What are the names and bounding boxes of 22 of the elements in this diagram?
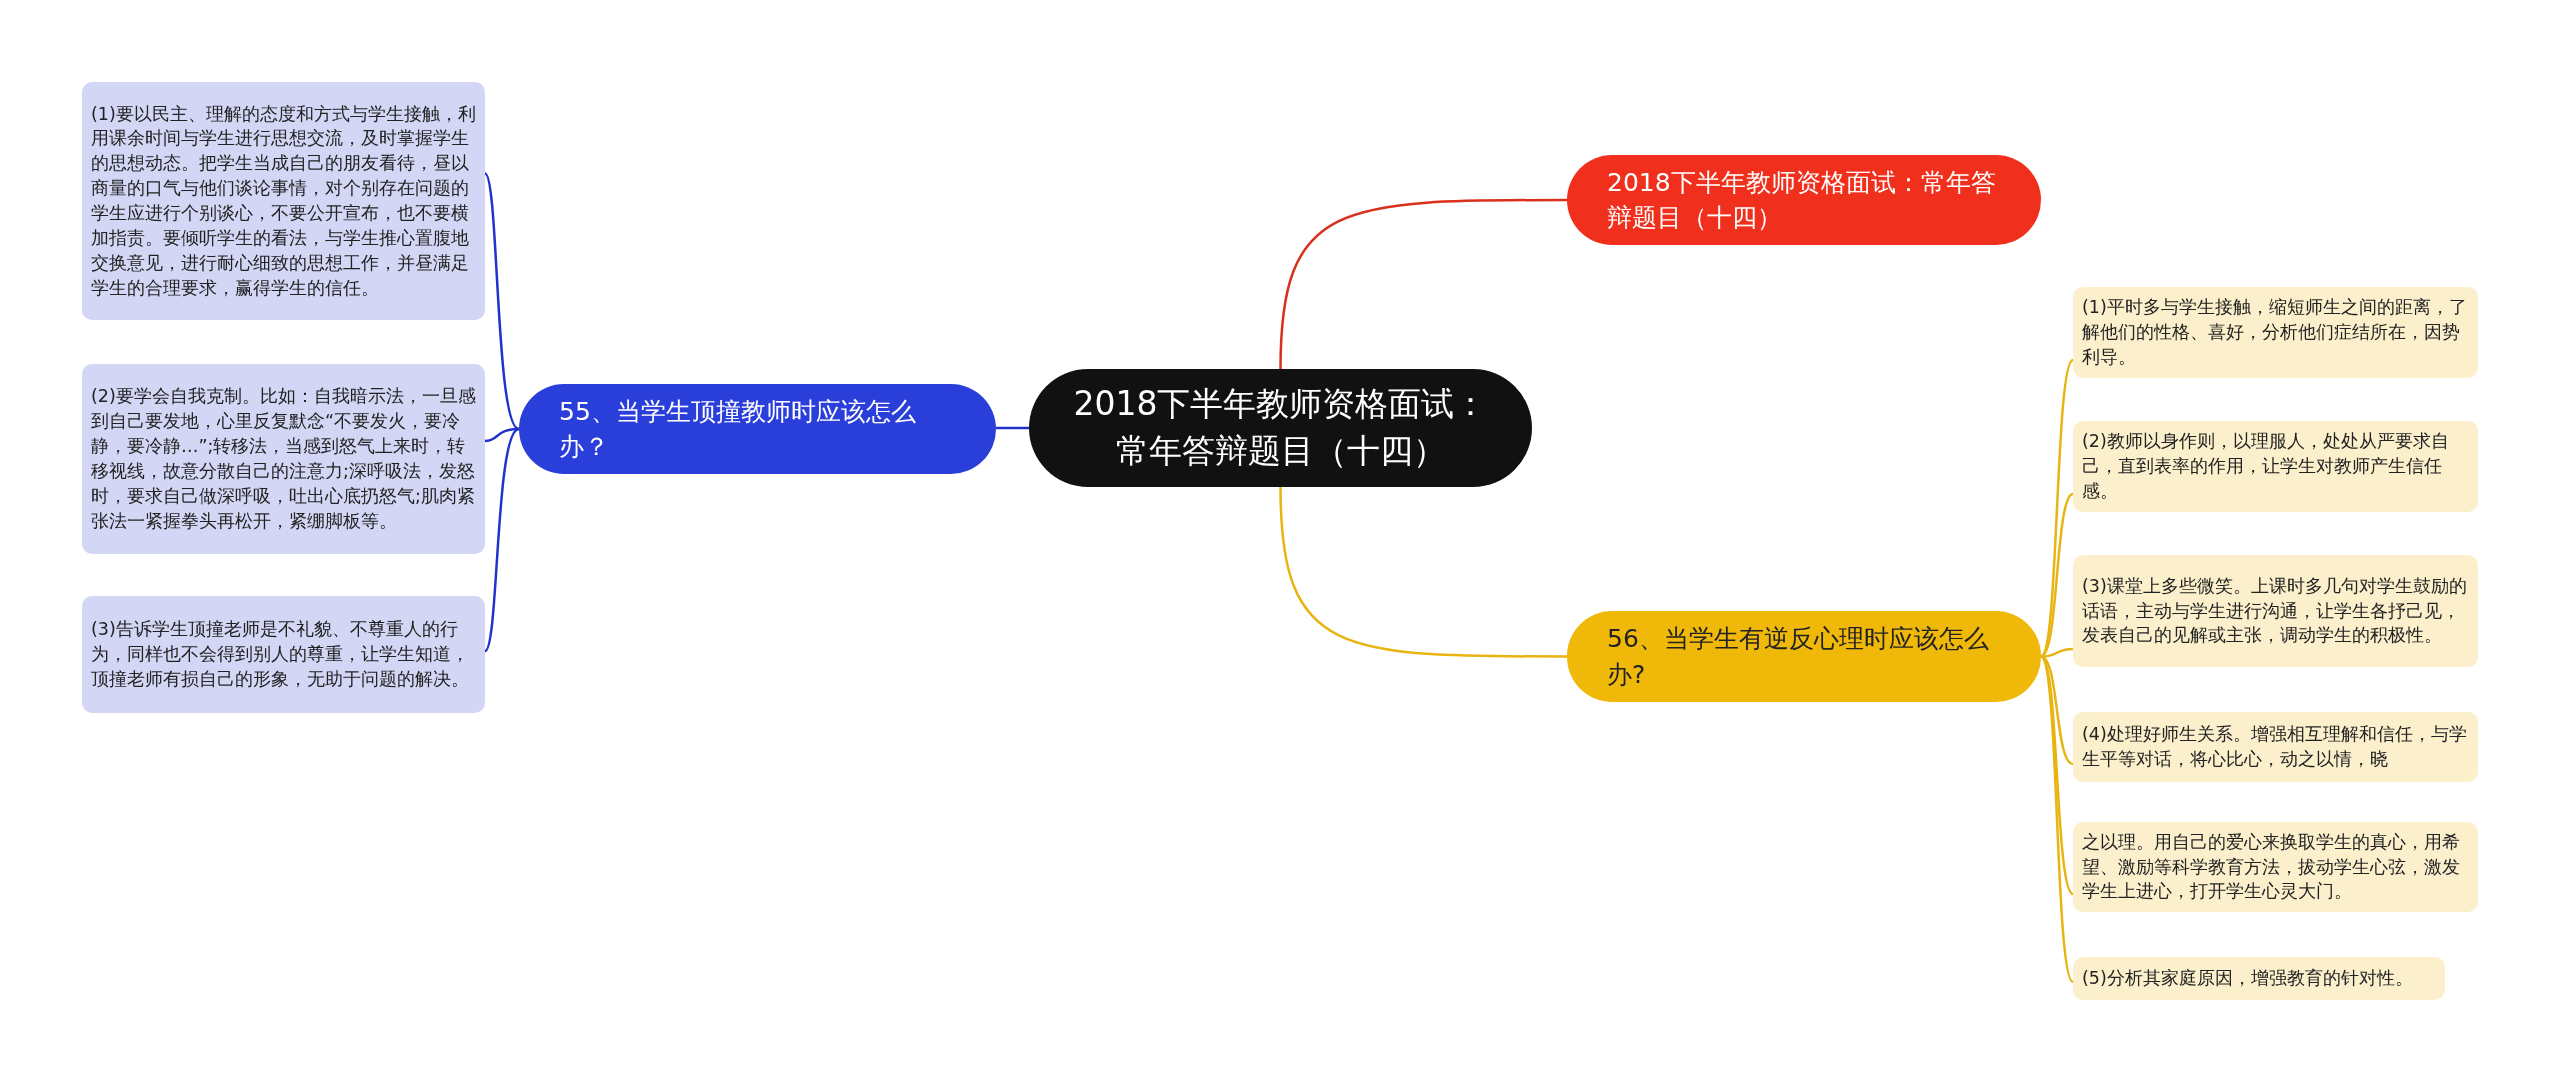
central-topic-box: 2018下半年教师资格面试：常年答辩题目（十四）	[1029, 369, 1532, 487]
text-card: 之以理。用自己的爱心来换取学生的真心，用希望、激励等科学教育方法，拔动学生心弦，激发学生上进心，打开学生心灵大门。	[2073, 822, 2478, 912]
connector-line	[996, 426, 1029, 430]
text-card: (2)教师以身作则，以理服人，处处从严要求自己，直到表率的作用，让学生对教师产生信任感。	[2073, 421, 2478, 512]
connector-line	[483, 172, 520, 430]
topic-box: 2018下半年教师资格面试：常年答辩题目（十四）	[1567, 155, 2041, 245]
connector-line	[2039, 655, 2075, 983]
text-card: (3)课堂上多些微笑。上课时多几句对学生鼓励的话语，主动与学生进行沟通，让学生各抒己见，发表自己的见解或主张，调动学生的积极性。	[2073, 555, 2478, 667]
connector-line	[2040, 493, 2074, 658]
topic-box: 56、当学生有逆反心理时应该怎么办?	[1567, 611, 2041, 702]
connector-line	[484, 427, 520, 443]
text-card: (1)平时多与学生接触，缩短师生之间的距离，了解他们的性格、喜好，分析他们症结所在，因势利导。	[2073, 287, 2478, 378]
text-card: (2)要学会自我克制。比如：自我暗示法，一旦感到自己要发地，心里反复默念“不要发火，要冷静，要冷静…”;转移法，当感到怒气上来时，转移视线，故意分散自己的注意力;深呼吸法，发怒时，要求自己做深呼吸，吐出心底扔怒气;肌肉紧张法一紧握拳头再松开，紧绷脚板等。	[82, 364, 485, 554]
connector-line	[1279, 486, 1567, 658]
text-card: (5)分析其家庭原因，增强教育的针对性。	[2073, 957, 2445, 1000]
text-card: (1)要以民主、理解的态度和方式与学生接触，利用课余时间与学生进行思想交流，及时掌握学生的思想动态。把学生当成自己的朋友看待，昼以商量的口气与他们谈论事情，对个别存在问题的学生应进行个别谈心，不要公开宣布，也不要横加指责。要倾听学生的看法，与学生推心置腹地交换意见，进行耐心细致的思想工作，并昼满足学生的合理要求，赢得学生的信任。	[82, 82, 485, 320]
connector-line	[484, 428, 520, 652]
text-card: (3)告诉学生顶撞老师是不礼貌、不尊重人的行为，同样也不会得到别人的尊重，让学生知道，顶撞老师有损自己的形象，无助于问题的解决。	[82, 596, 485, 713]
connector-line	[2039, 359, 2075, 658]
topic-box: 55、当学生顶撞教师时应该怎么办？	[519, 384, 996, 474]
text-card: (4)处理好师生关系。增强相互理解和信任，与学生平等对话，将心比心，动之以情，晓	[2073, 712, 2478, 782]
connector-line	[1279, 198, 1567, 370]
